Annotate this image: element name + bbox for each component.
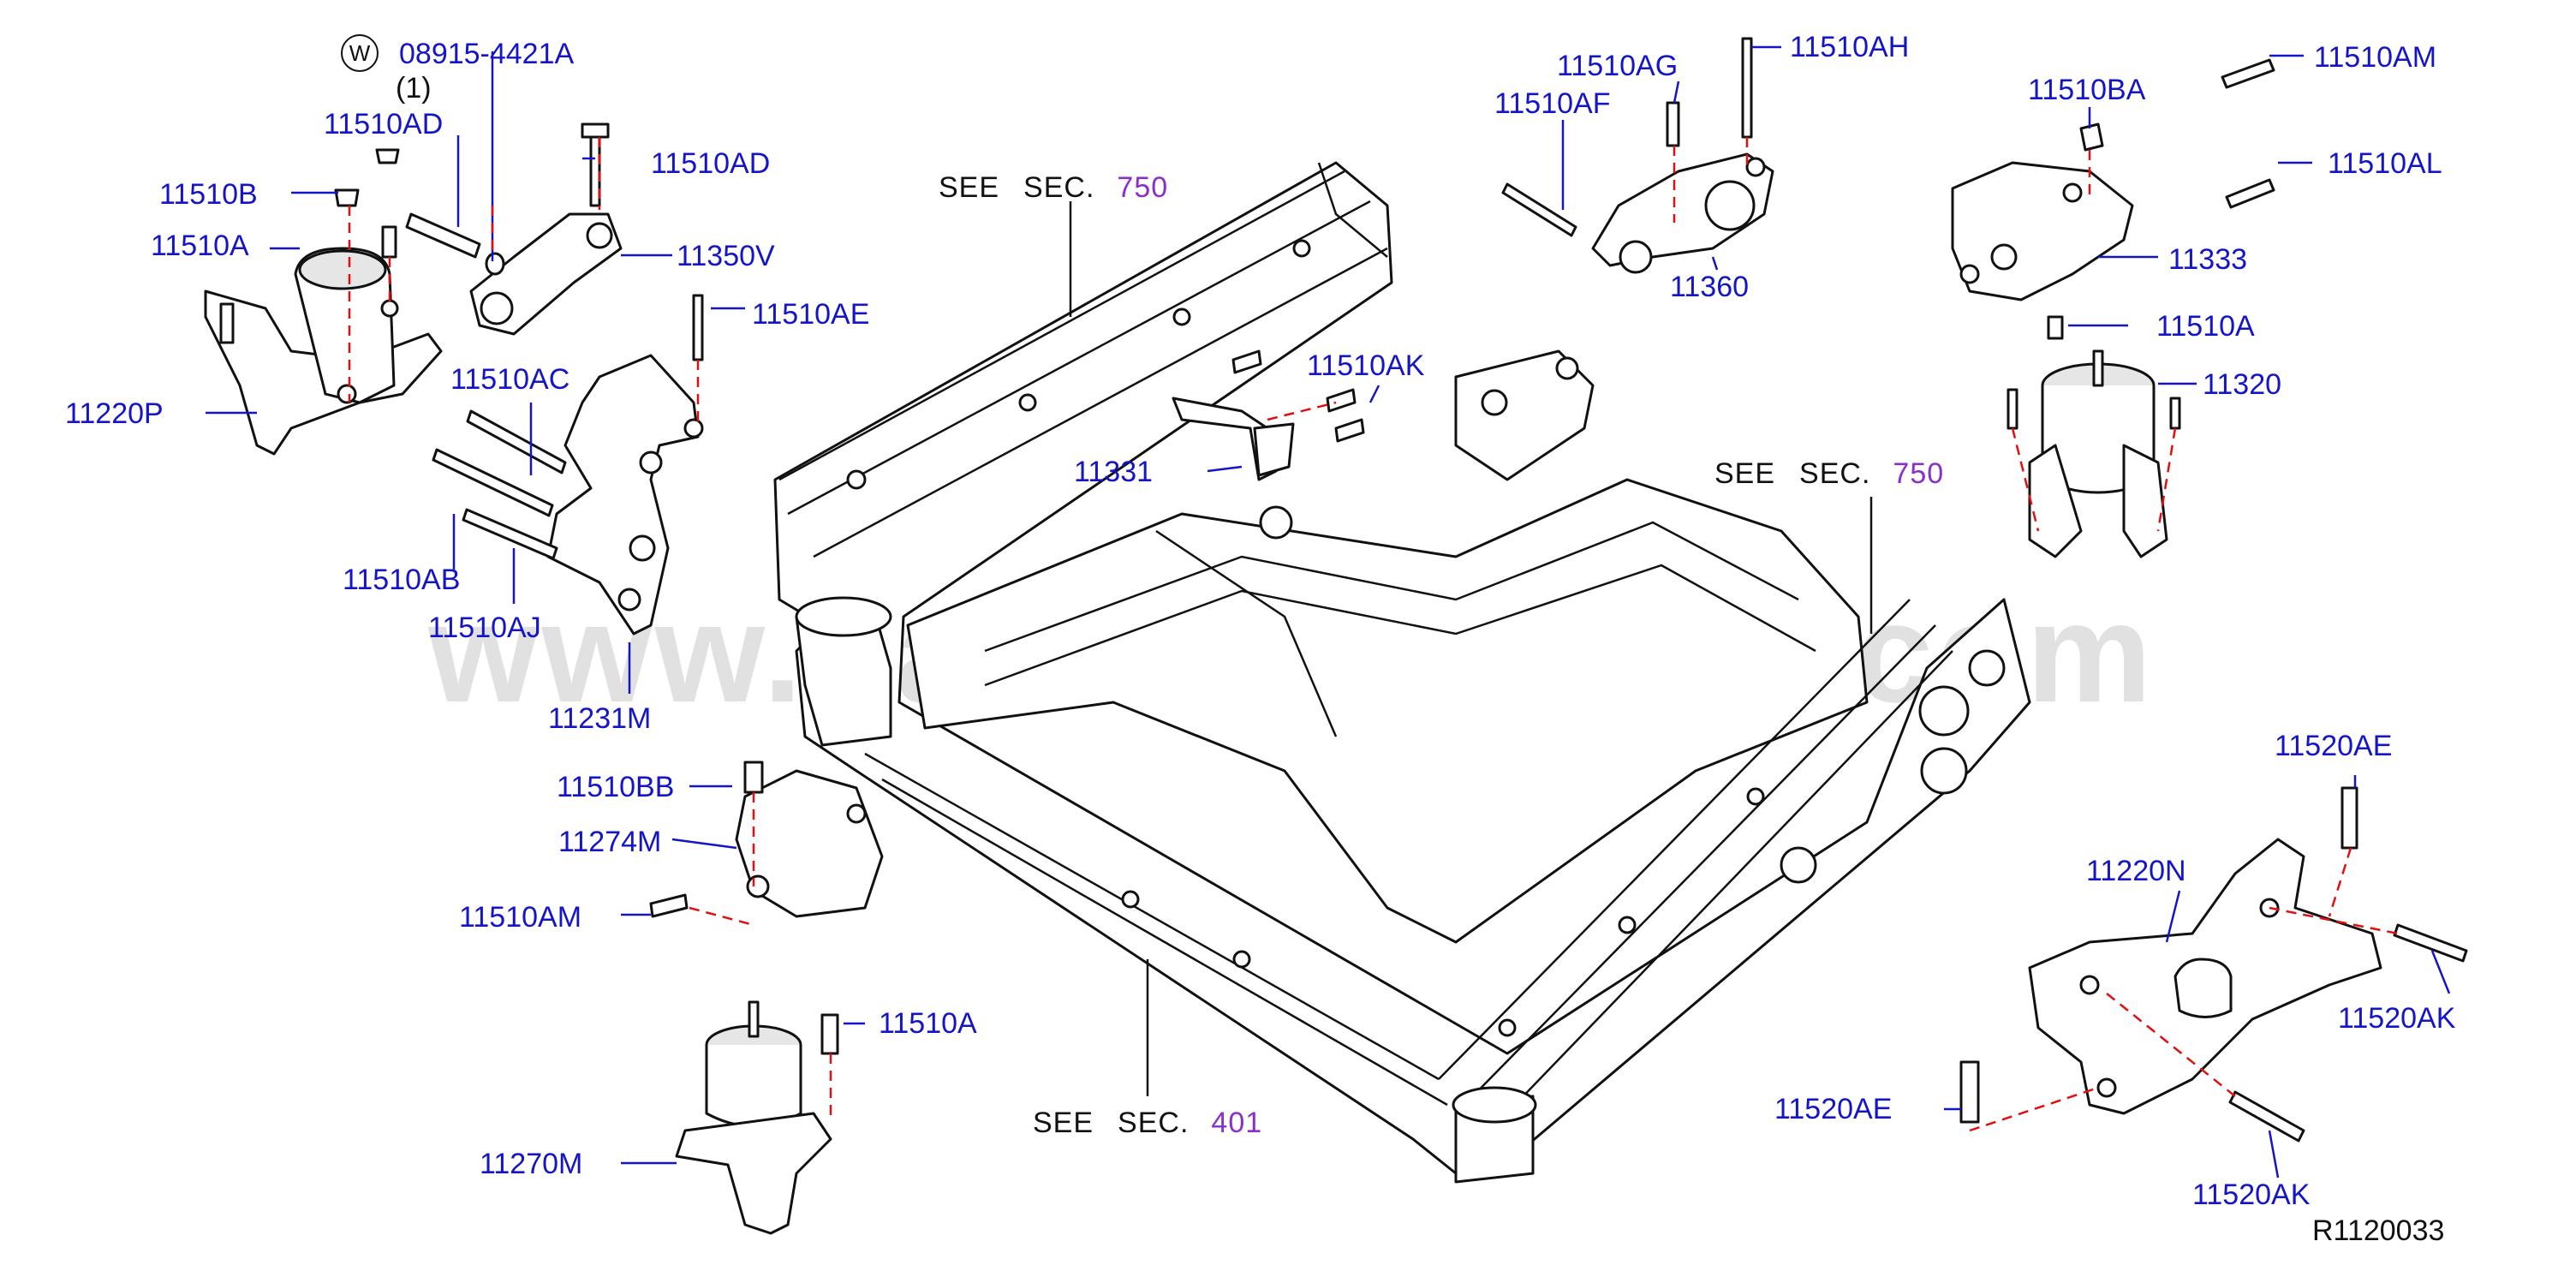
part-11220P-bracket	[204, 247, 443, 456]
label-11510BB: 11510BB	[557, 771, 675, 803]
sec-word: SEC.	[1799, 457, 1871, 490]
label-11274M: 11274M	[558, 826, 662, 858]
label-qty-1: (1)	[396, 72, 432, 104]
label-11331: 11331	[1074, 456, 1154, 488]
front-subframe	[773, 161, 2031, 1184]
label-11350V: 11350V	[677, 240, 775, 272]
part-11270M-mount	[675, 1000, 839, 1235]
diagram-reference: R1120033	[2312, 1214, 2445, 1247]
label-11520AE-b: 11520AE	[1774, 1093, 1893, 1125]
section-number: 750	[1893, 457, 1945, 490]
see-word: SEE	[1033, 1107, 1094, 1139]
part-11274M-mount	[649, 761, 884, 918]
part-11350V-link	[375, 122, 623, 336]
label-08915-4421A: 08915-4421A	[399, 38, 575, 70]
label-11510AM-b: 11510AM	[2314, 41, 2437, 74]
section-ref-750-left: SEE SEC. 750	[939, 173, 1168, 202]
label-11510AG: 11510AG	[1557, 50, 1679, 82]
label-11520AK-b: 11520AK	[2192, 1179, 2311, 1211]
section-ref-750-right: SEE SEC. 750	[1714, 459, 1944, 488]
bolts-11220P	[219, 188, 397, 344]
label-11520AE-a: 11520AE	[2275, 730, 2393, 762]
label-11510AH: 11510AH	[1790, 31, 1910, 63]
label-11220P: 11220P	[65, 397, 164, 430]
label-11510B: 11510B	[159, 178, 258, 211]
label-11510AF: 11510AF	[1494, 87, 1611, 120]
label-11270M: 11270M	[480, 1148, 583, 1180]
label-11510AB: 11510AB	[343, 564, 461, 596]
label-11333: 11333	[2168, 243, 2248, 276]
label-11510A-c: 11510A	[2156, 310, 2255, 343]
washer-symbol: W	[341, 34, 379, 72]
label-11520AK-a: 11520AK	[2338, 1002, 2456, 1035]
label-11510A-b: 11510A	[879, 1007, 977, 1040]
label-11510AC: 11510AC	[450, 363, 570, 396]
label-11231M: 11231M	[548, 702, 652, 735]
see-word: SEE	[939, 171, 1000, 204]
part-11220N-bracket	[1959, 786, 2468, 1143]
label-11360: 11360	[1670, 271, 1750, 303]
label-11510AK: 11510AK	[1307, 349, 1425, 382]
part-11331-bracket	[1172, 349, 1365, 481]
label-11510AJ: 11510AJ	[428, 612, 541, 644]
label-11510BA: 11510BA	[2028, 74, 2146, 106]
label-11220N: 11220N	[2086, 855, 2186, 887]
label-11510AE: 11510AE	[752, 298, 870, 331]
part-11231M-bracket	[432, 294, 704, 636]
dashed-alignment-lines	[348, 137, 2399, 1132]
part-11320-mount	[2007, 315, 2181, 558]
label-11510AD-b: 11510AD	[651, 147, 771, 180]
label-11510A-a: 11510A	[151, 230, 249, 262]
part-11360-bracket	[1501, 37, 1774, 274]
label-11510AL: 11510AL	[2328, 147, 2442, 180]
section-number: 401	[1211, 1107, 1263, 1139]
leader-lines	[206, 45, 2451, 1179]
label-11510AD-a: 11510AD	[324, 108, 444, 140]
label-11510AM-a: 11510AM	[459, 901, 582, 934]
see-word: SEE	[1714, 457, 1776, 490]
sec-word: SEC.	[1023, 171, 1095, 204]
label-11320: 11320	[2203, 368, 2282, 401]
sec-word: SEC.	[1118, 1107, 1190, 1139]
section-number: 750	[1117, 171, 1169, 204]
section-ref-401: SEE SEC. 401	[1033, 1108, 1262, 1137]
